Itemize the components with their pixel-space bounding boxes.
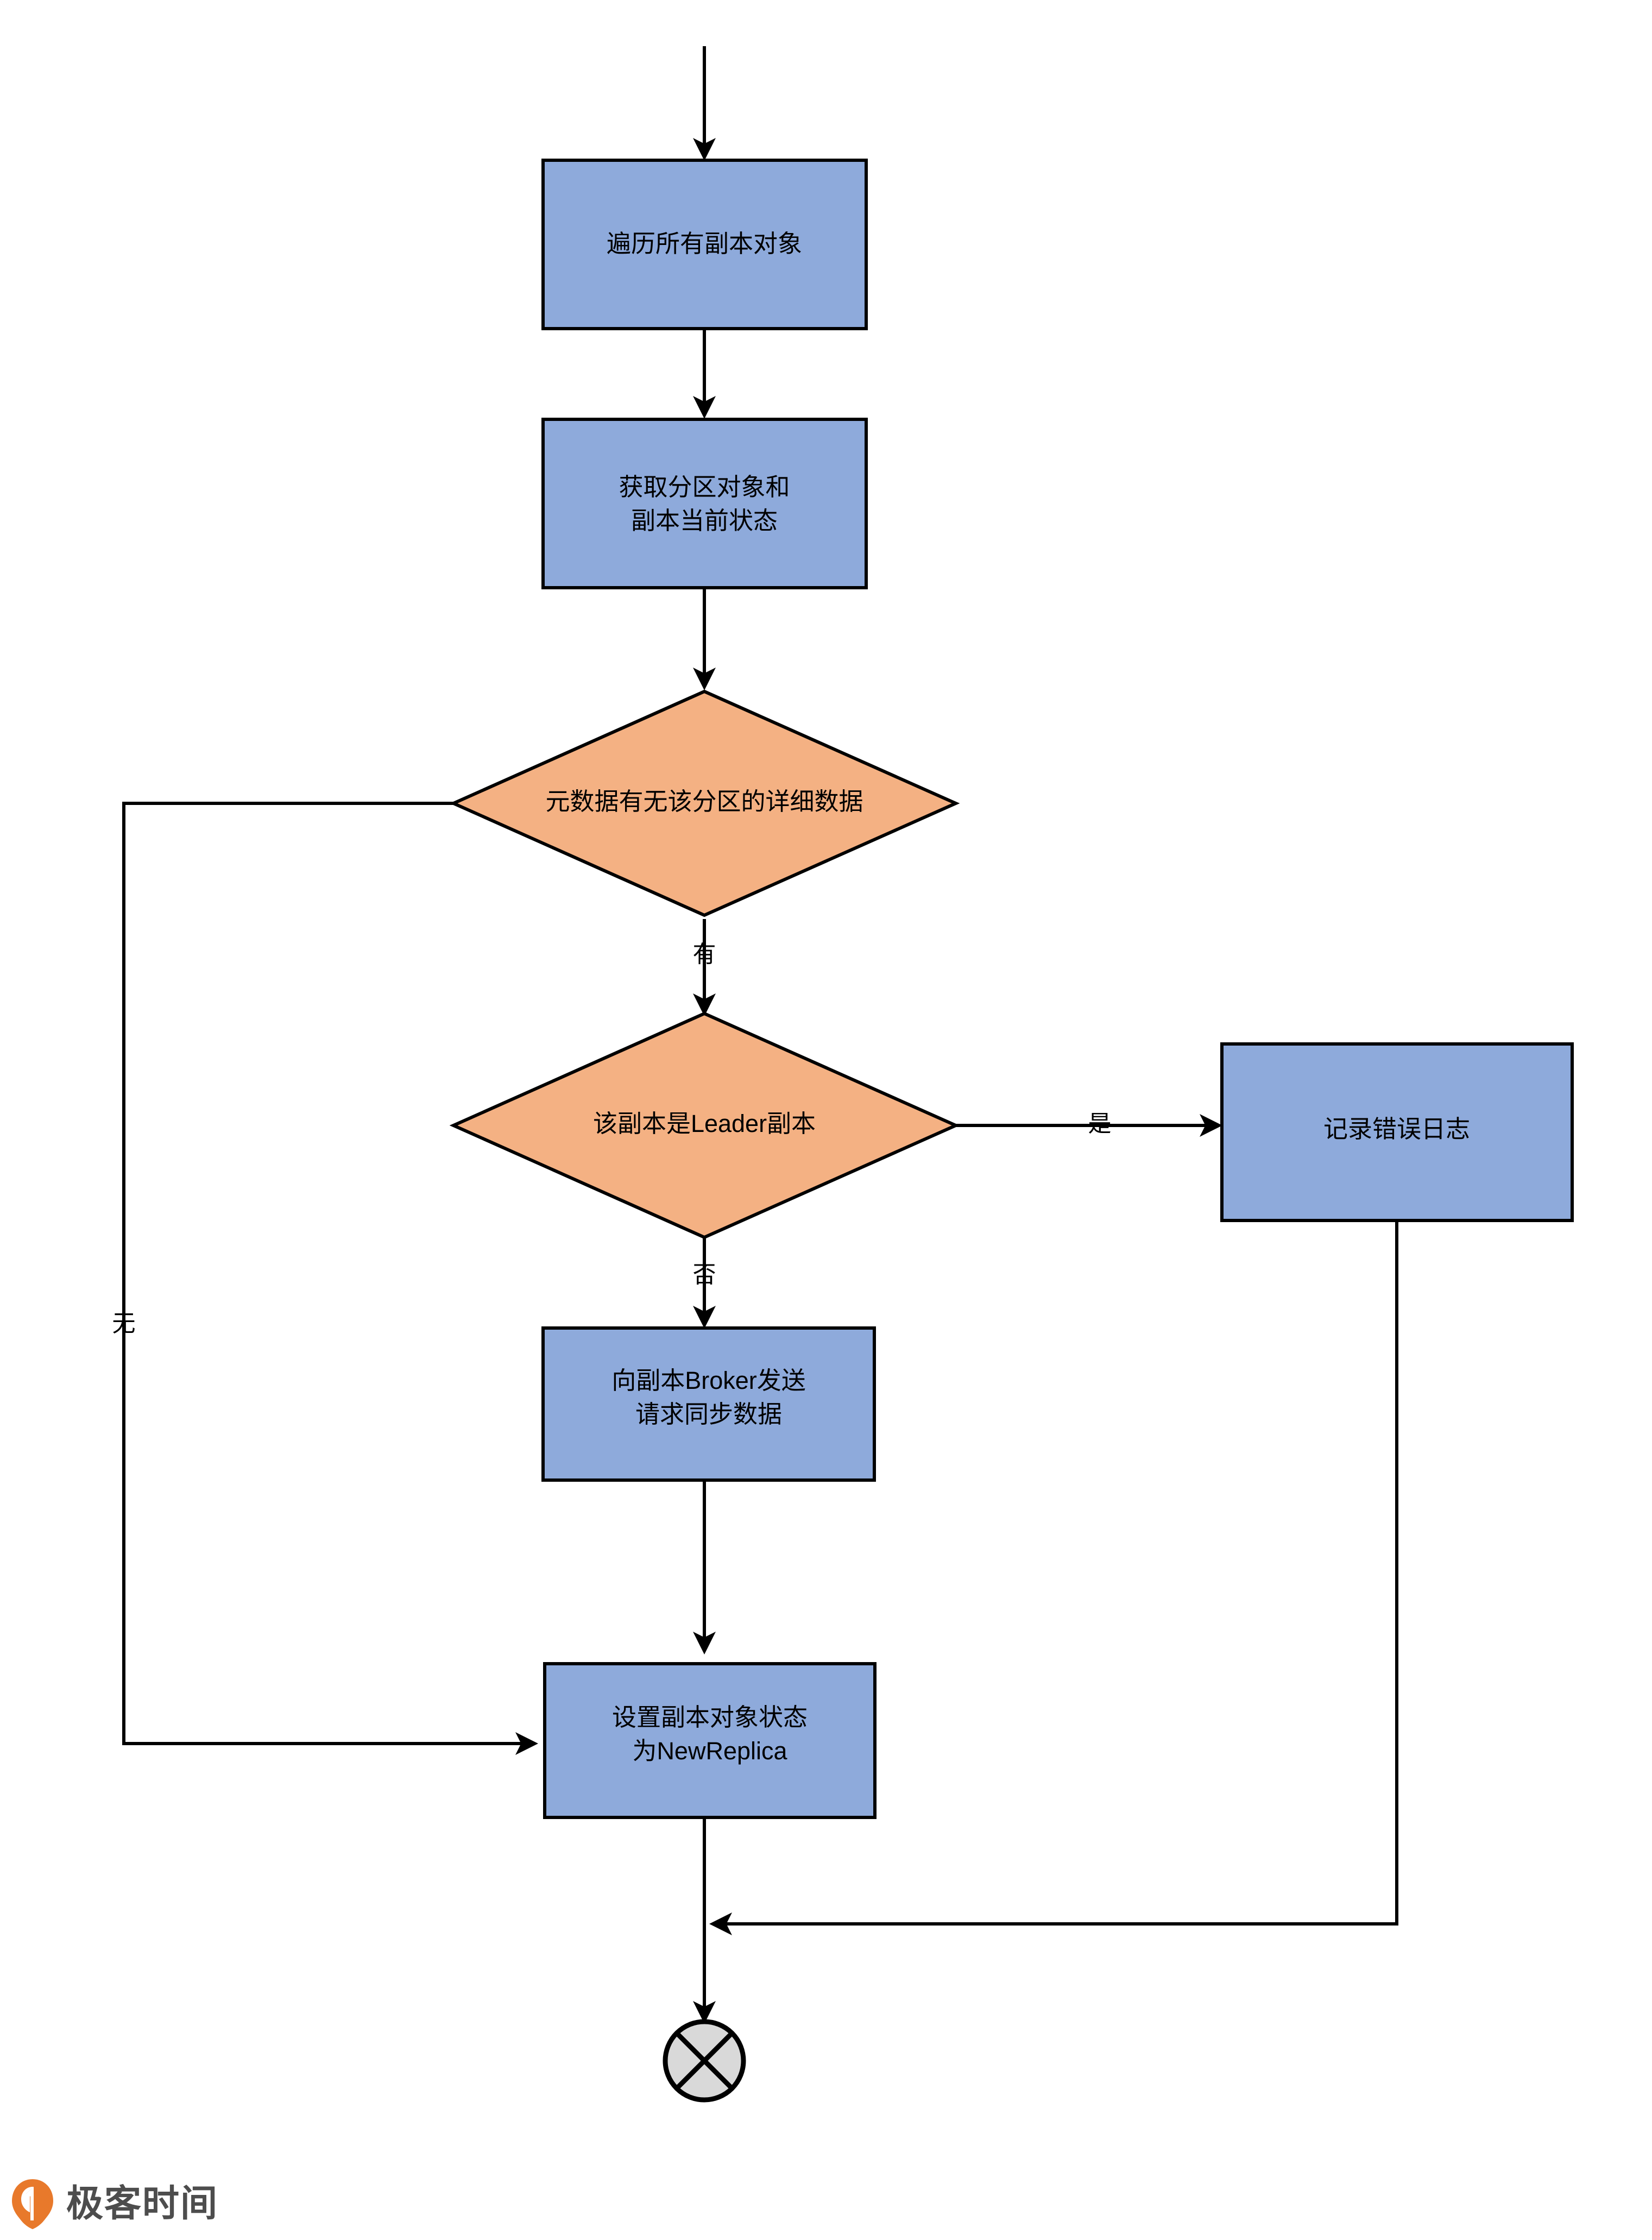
edge-label-is-leader-no: 否 (693, 1262, 716, 1288)
edge-label-has-metadata: 有 (693, 941, 716, 967)
node-set-new-replica-state-shape[interactable] (543, 1662, 877, 1819)
node-set-new-replica-state-label-line2: 为NewReplica (632, 1737, 787, 1765)
edge-label-no-metadata: 无 (112, 1311, 136, 1337)
node-fetch-partition-state-label-line2: 副本当前状态 (631, 507, 778, 534)
node-log-error-label: 记录错误日志 (1323, 1115, 1470, 1143)
node-log-error[interactable]: 记录错误日志 (1220, 1042, 1574, 1222)
brand-watermark: 极客时间 (10, 2178, 218, 2230)
node-leader-decision-shape[interactable] (449, 1011, 960, 1239)
node-leader-decision[interactable]: 该副本是Leader副本 (449, 1011, 960, 1239)
node-traverse-replicas[interactable]: 遍历所有副本对象 (541, 159, 868, 330)
node-end-terminator[interactable] (663, 2019, 746, 2103)
edge-is-leader-to-log-error: 是 (956, 1111, 1222, 1137)
node-fetch-partition-state-shape[interactable] (541, 418, 868, 589)
edge-metadata-no-to-set-state: 无 (112, 802, 538, 1755)
node-metadata-decision[interactable]: 元数据有无该分区的详细数据 (449, 689, 960, 917)
edge-metadata-yes-to-leader-decision: 有 (693, 919, 716, 1016)
node-fetch-partition-state[interactable]: 获取分区对象和 副本当前状态 (541, 418, 868, 589)
node-traverse-replicas-shape[interactable] (541, 159, 868, 330)
node-metadata-decision-label: 元数据有无该分区的详细数据 (545, 788, 863, 815)
node-metadata-decision-shape[interactable] (449, 689, 960, 917)
node-set-new-replica-state-label-line1: 设置副本对象状态 (612, 1703, 808, 1731)
node-send-sync-request-label-line1: 向副本Broker发送 (611, 1367, 806, 1394)
edge-log-error-to-end (709, 1222, 1398, 1935)
node-log-error-shape[interactable] (1220, 1042, 1574, 1222)
node-leader-decision-label: 该副本是Leader副本 (593, 1110, 816, 1137)
edge-label-is-leader-yes: 是 (1088, 1111, 1112, 1137)
geektime-logo-icon (10, 2178, 55, 2230)
node-send-sync-request-shape[interactable] (541, 1326, 876, 1482)
node-send-sync-request-label-line2: 请求同步数据 (635, 1400, 782, 1428)
node-send-sync-request[interactable]: 向副本Broker发送 请求同步数据 (541, 1326, 876, 1482)
brand-name: 极客时间 (66, 2182, 219, 2225)
cross-icon (674, 2031, 734, 2091)
node-fetch-partition-state-label-line1: 获取分区对象和 (619, 473, 790, 501)
node-traverse-replicas-label: 遍历所有副本对象 (607, 230, 802, 257)
edge-not-leader-to-send-request: 否 (693, 1238, 716, 1329)
node-set-new-replica-state[interactable]: 设置副本对象状态 为NewReplica (543, 1662, 877, 1819)
